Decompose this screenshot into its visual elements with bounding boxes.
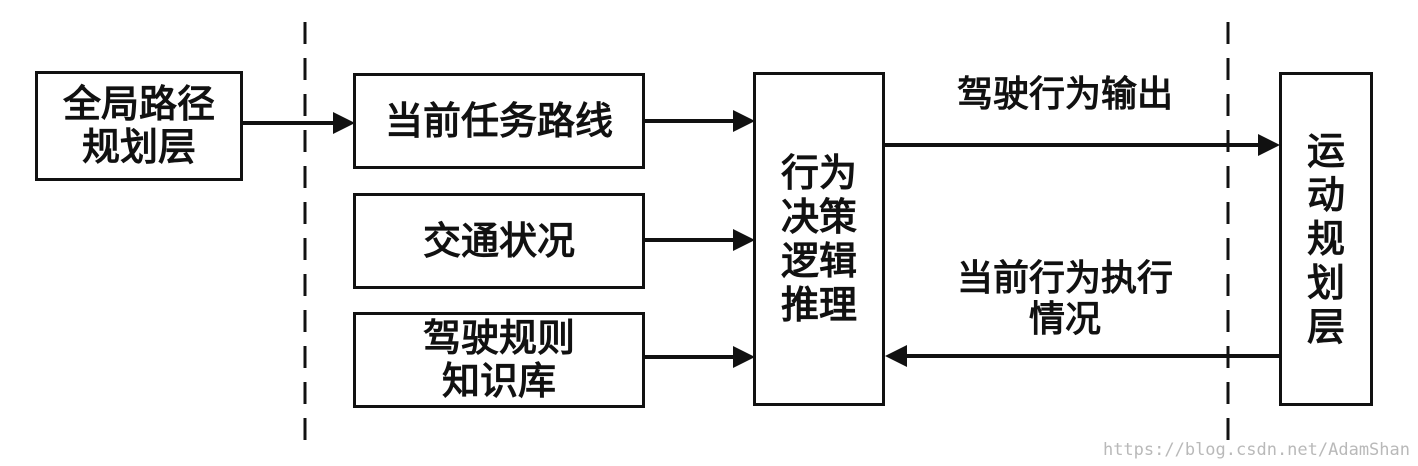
arrowhead-decision-to-motion — [1258, 134, 1280, 156]
decision-box: 行为 决策 逻辑 推理 — [753, 72, 885, 406]
global-planning-box: 全局路径 规划层 — [35, 71, 243, 181]
arrowhead-global-to-route — [333, 112, 355, 134]
global-planning-text: 全局路径 规划层 — [62, 82, 215, 169]
rules-box: 驾驶规则 知识库 — [353, 312, 645, 408]
watermark: https://blog.csdn.net/AdamShan — [1102, 440, 1410, 460]
traffic-box: 交通状况 — [353, 193, 645, 289]
current-route-box: 当前任务路线 — [353, 73, 645, 169]
behavior-output-label: 驾驶行为输出 — [956, 74, 1173, 115]
arrowhead-route-to-decision — [733, 110, 755, 132]
arrowhead-traffic-to-decision — [733, 229, 755, 251]
execution-status-label: 当前行为执行 情况 — [956, 258, 1173, 341]
traffic-text: 交通状况 — [422, 218, 575, 263]
arrowhead-motion-to-decision — [885, 345, 907, 367]
arrowhead-rules-to-decision — [733, 346, 755, 368]
motion-planning-box: 运 动 规 划 层 — [1279, 72, 1373, 406]
current-route-text: 当前任务路线 — [384, 98, 613, 143]
motion-planning-text: 运 动 规 划 层 — [1306, 128, 1345, 350]
decision-text: 行为 决策 逻辑 推理 — [780, 150, 857, 328]
rules-text: 驾驶规则 知识库 — [422, 316, 575, 403]
